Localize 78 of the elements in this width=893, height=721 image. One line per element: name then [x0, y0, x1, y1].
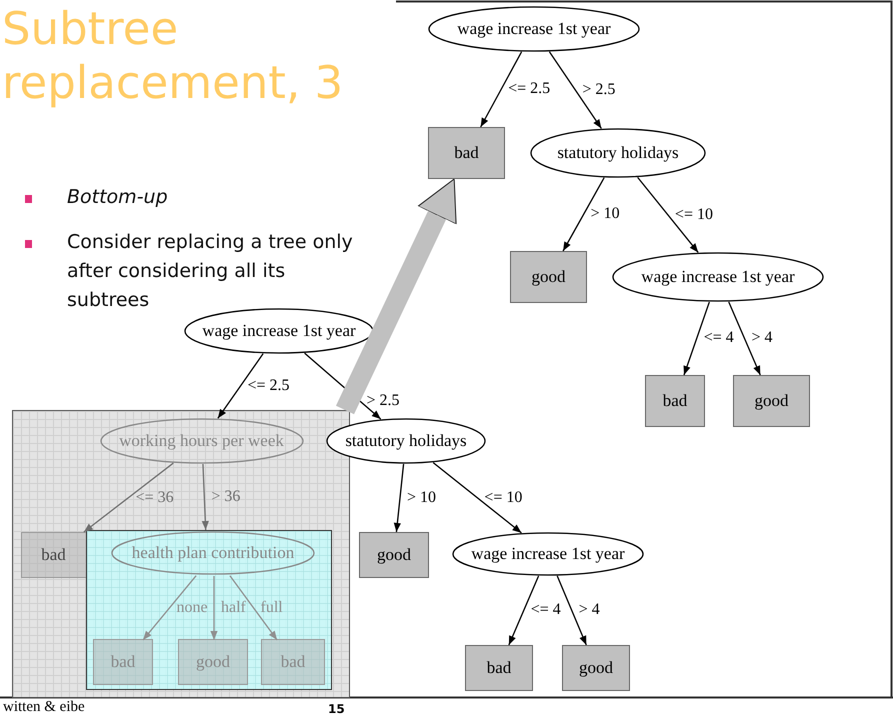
edge-label: > 36	[211, 488, 240, 506]
edge-label: half	[221, 599, 246, 617]
edge-label: > 2.5	[582, 81, 616, 100]
leaf-box	[510, 251, 587, 303]
edge-label: <= 2.5	[248, 376, 290, 395]
edge-label: > 4	[578, 601, 600, 620]
leaf-box	[20, 532, 86, 578]
arrow	[142, 575, 197, 640]
leaf-box	[645, 375, 705, 427]
arrow	[394, 464, 404, 532]
arrow	[432, 462, 522, 534]
edge-label: full	[260, 598, 283, 617]
node-label: bad	[486, 658, 512, 678]
edge-label: > 2.5	[366, 392, 400, 410]
edge-label: <= 2.5	[508, 80, 550, 98]
decision-ellipse	[326, 418, 486, 464]
arrow	[83, 462, 174, 533]
block-arrow	[336, 178, 457, 414]
leaf-box	[261, 639, 325, 685]
node-label: wage increase 1st year	[457, 19, 611, 39]
arrow	[202, 464, 209, 530]
arrow	[556, 576, 587, 646]
leaf-box	[93, 639, 153, 685]
node-label: statutory holidays	[557, 143, 679, 163]
edge-label: <= 36	[136, 488, 174, 507]
decision-ellipse	[184, 308, 374, 354]
node-label: good	[579, 658, 613, 678]
decision-ellipse	[111, 531, 315, 575]
edge-label: <= 4	[704, 329, 734, 348]
arrow	[508, 576, 540, 646]
edge-label: <= 4	[530, 601, 561, 620]
decision-ellipse	[452, 532, 644, 576]
arrow	[683, 302, 710, 376]
leaf-box	[178, 639, 248, 685]
edge-label: > 10	[590, 205, 620, 224]
node-label: good	[532, 267, 566, 287]
bullet-text: Bottom-up	[67, 185, 169, 210]
arrow	[562, 177, 605, 252]
leaf-box	[465, 645, 533, 691]
node-label: bad	[454, 143, 479, 163]
decision-ellipse	[530, 128, 706, 178]
node-label: working hours per week	[119, 430, 284, 450]
node-label: bad	[662, 391, 688, 411]
page-number: 15	[328, 702, 345, 716]
node-label: good	[754, 391, 788, 411]
edge-label: > 4	[752, 329, 773, 348]
leaf-box	[359, 532, 429, 578]
arrow	[728, 302, 761, 376]
leaf-box	[733, 375, 810, 427]
arrow	[210, 576, 218, 640]
decision-ellipse	[100, 418, 304, 464]
node-label: wage increase 1st year	[202, 321, 356, 341]
decision-ellipse	[428, 6, 640, 52]
node-label: bad	[110, 652, 136, 672]
arrow	[548, 51, 602, 129]
node-label: wage increase 1st year	[471, 544, 625, 564]
arrow	[637, 176, 699, 253]
edge-label: > 10	[407, 488, 436, 507]
node-label: good	[377, 545, 411, 565]
arrow	[217, 353, 264, 419]
leaf-box	[562, 645, 630, 691]
edge-label: <= 10	[484, 488, 522, 507]
edge-label: <= 10	[674, 206, 713, 224]
leaf-box	[428, 127, 505, 179]
node-label: health plan contribution	[132, 543, 294, 563]
node-label: bad	[41, 544, 66, 564]
bullet-text: Consider replacing a tree only after considering all its subtrees	[67, 230, 354, 313]
slide-title: Subtree replacement, 3	[2, 2, 344, 110]
edge-label: none	[176, 598, 208, 617]
node-label: bad	[280, 652, 306, 672]
node-label: wage increase 1st year	[641, 267, 795, 287]
highlighted-subtree-panel	[86, 530, 332, 690]
node-label: statutory holidays	[345, 431, 467, 451]
decision-ellipse	[612, 252, 824, 302]
arrow	[480, 52, 522, 128]
arrow	[229, 575, 278, 640]
node-label: good	[196, 652, 230, 672]
footer-text: witten & eibe	[3, 699, 85, 716]
